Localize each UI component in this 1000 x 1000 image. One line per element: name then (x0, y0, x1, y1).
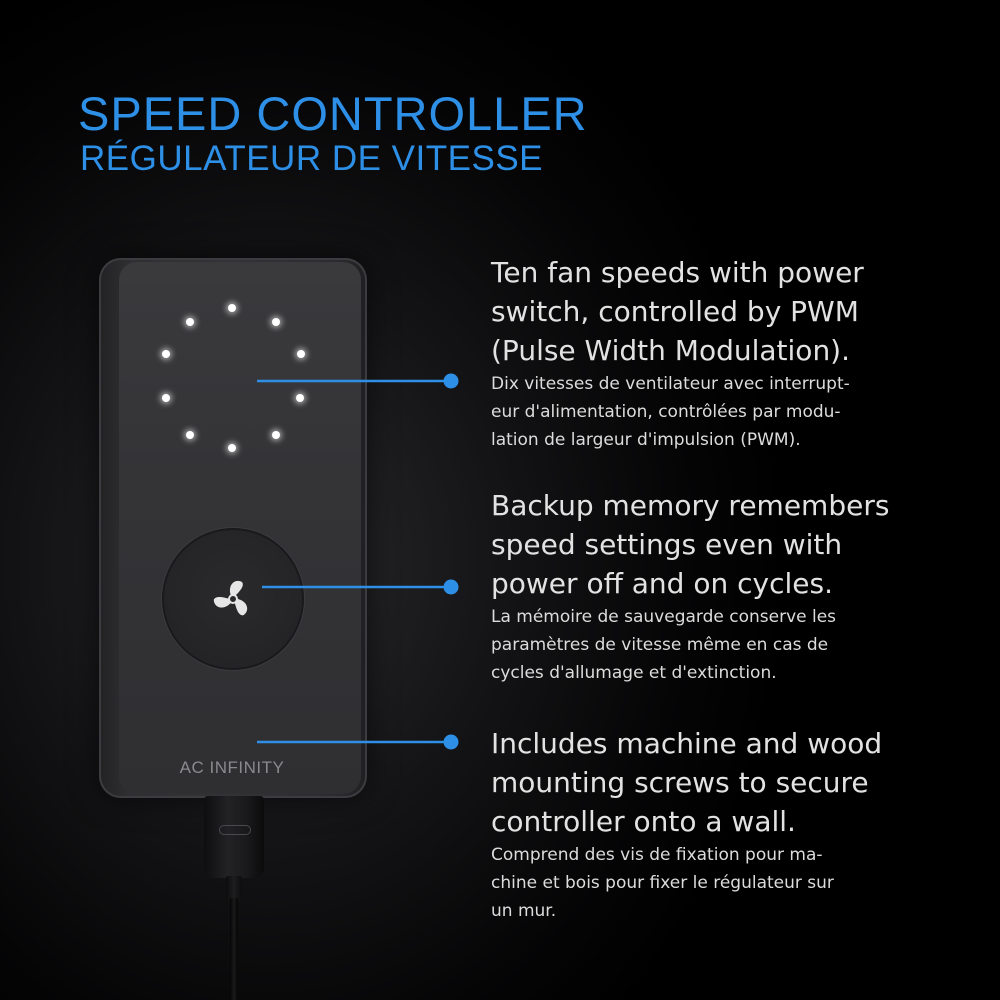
feature-text-fr: Dix vitesses de ventilateur avec interru… (491, 370, 961, 454)
speed-led (186, 318, 194, 326)
feature-line: eur d'alimentation, contrôlées par modu- (491, 402, 841, 422)
feature-line: Includes machine and wood (491, 727, 883, 760)
callout-dot-3 (443, 734, 459, 750)
speed-led (272, 431, 280, 439)
feature-line: paramètres de vitesse même en cas de (491, 635, 829, 655)
cable-strain-relief (226, 876, 242, 900)
feature-text-en: Backup memory remembers speed settings e… (491, 486, 961, 603)
fan-icon (213, 580, 248, 616)
speed-led (186, 431, 194, 439)
feature-line: controller onto a wall. (491, 805, 796, 838)
feature-line: Ten fan speeds with power (491, 256, 864, 289)
usb-c-connector (204, 796, 264, 878)
feature-line: speed settings even with (491, 528, 843, 561)
feature-line: cycles d'allumage et d'extinction. (491, 663, 777, 683)
brand-logo: AC INFINITY (179, 758, 285, 777)
speed-button[interactable] (162, 528, 304, 670)
feature-line: Comprend des vis de fixation pour ma- (491, 845, 823, 865)
feature-text-fr: La mémoire de sauvegarde conserve les pa… (491, 603, 961, 687)
speed-led (228, 304, 236, 312)
speed-led (296, 394, 304, 402)
speed-led (272, 318, 280, 326)
feature-pwm-speeds: Ten fan speeds with power switch, contro… (491, 253, 961, 454)
callout-dot-2 (443, 579, 459, 595)
feature-line: La mémoire de sauvegarde conserve les (491, 607, 837, 627)
page-subtitle: RÉGULATEUR DE VITESSE (80, 139, 544, 178)
feature-line: Dix vitesses de ventilateur avec interru… (491, 374, 850, 394)
feature-mounting-screws: Includes machine and wood mounting screw… (491, 724, 961, 925)
page-title: SPEED CONTROLLER (78, 87, 588, 140)
speed-led (228, 444, 236, 452)
feature-text-en: Ten fan speeds with power switch, contro… (491, 253, 961, 370)
feature-line: switch, controlled by PWM (491, 295, 859, 328)
speed-led (162, 350, 170, 358)
feature-line: lation de largeur d'impulsion (PWM). (491, 430, 801, 450)
feature-backup-memory: Backup memory remembers speed settings e… (491, 486, 961, 687)
power-cable (230, 898, 238, 1000)
feature-line: mounting screws to secure (491, 766, 869, 799)
feature-line: power off and on cycles. (491, 567, 833, 600)
usb-c-port-icon (219, 825, 251, 835)
speed-led (297, 350, 305, 358)
speed-led (162, 394, 170, 402)
feature-text-en: Includes machine and wood mounting screw… (491, 724, 961, 841)
callout-dot-1 (443, 373, 459, 389)
feature-line: un mur. (491, 901, 557, 921)
feature-line: Backup memory remembers (491, 489, 890, 522)
feature-line: chine et bois pour fixer le régulateur s… (491, 873, 834, 893)
feature-text-fr: Comprend des vis de fixation pour ma- ch… (491, 841, 961, 925)
speed-controller-device (99, 258, 367, 798)
feature-line: (Pulse Width Modulation). (491, 334, 851, 367)
